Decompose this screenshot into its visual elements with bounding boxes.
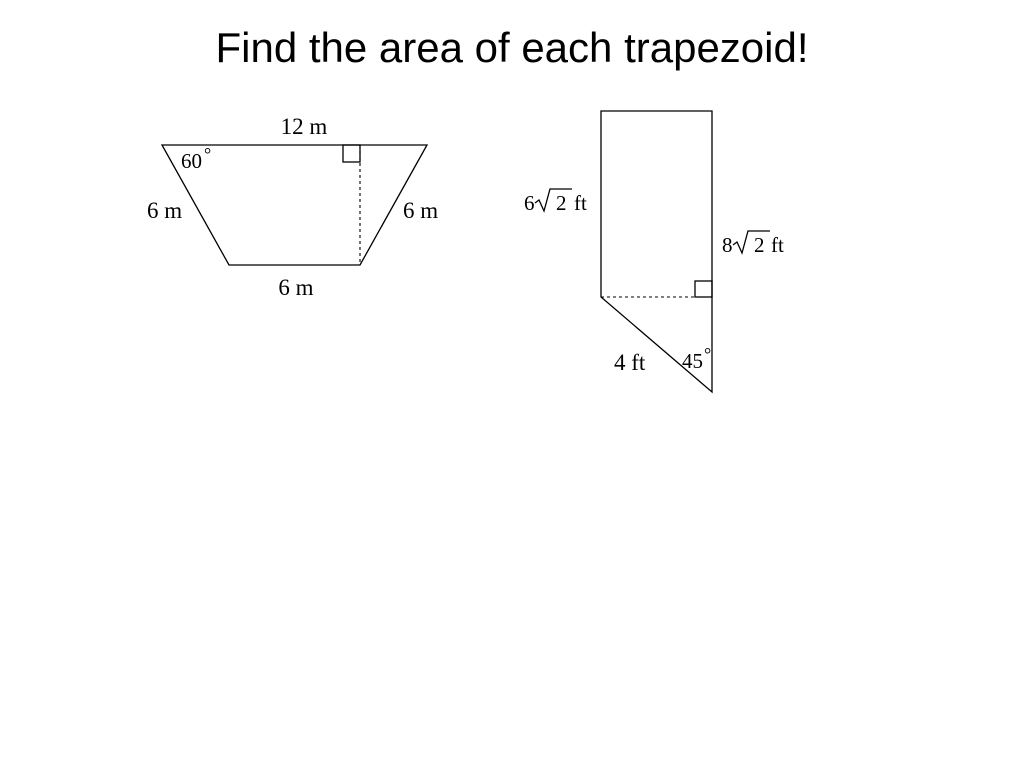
trapezoid-2: 6 2 ft 8 2 ft 4 ft 45° — [524, 110, 784, 394]
trapezoid-1-left-side-label: 6 m — [147, 198, 182, 223]
trapezoid-2-angle-value: 45 — [682, 349, 703, 373]
trapezoid-2-slant-side-label: 4 ft — [614, 350, 646, 375]
trapezoid-2-right-angle-mark — [694, 280, 713, 298]
trapezoid-2-degree-symbol: ° — [704, 344, 711, 364]
trapezoid-1: 12 m 6 m 6 m 6 m 60° — [147, 114, 438, 300]
trapezoid-2-angle-label: 45° — [682, 344, 711, 373]
trapezoid-2-right-side-label: 8 2 ft — [722, 230, 784, 257]
sqrt-symbol-icon — [732, 230, 770, 255]
trapezoid-1-top-base-label: 12 m — [281, 114, 328, 139]
sqrt-symbol-icon — [534, 188, 572, 213]
left-side-radicand: 2 — [556, 191, 567, 215]
right-side-coefficient: 8 — [722, 233, 733, 257]
trapezoid-1-angle-label: 60° — [181, 144, 211, 173]
left-side-unit: ft — [574, 191, 587, 215]
page-title: Find the area of each trapezoid! — [215, 24, 809, 71]
trapezoid-1-right-angle-mark — [342, 144, 361, 163]
left-side-coefficient: 6 — [524, 191, 535, 215]
trapezoid-1-outline — [160, 144, 429, 266]
trapezoid-2-left-side-label: 6 2 ft — [524, 188, 587, 215]
trapezoid-1-angle-value: 60 — [181, 149, 202, 173]
right-side-unit: ft — [771, 233, 784, 257]
trapezoid-1-bottom-base-label: 6 m — [278, 275, 313, 300]
trapezoid-2-outline — [600, 110, 713, 394]
right-side-radicand: 2 — [754, 233, 765, 257]
trapezoid-1-degree-symbol: ° — [204, 144, 211, 164]
trapezoid-1-right-side-label: 6 m — [403, 198, 438, 223]
